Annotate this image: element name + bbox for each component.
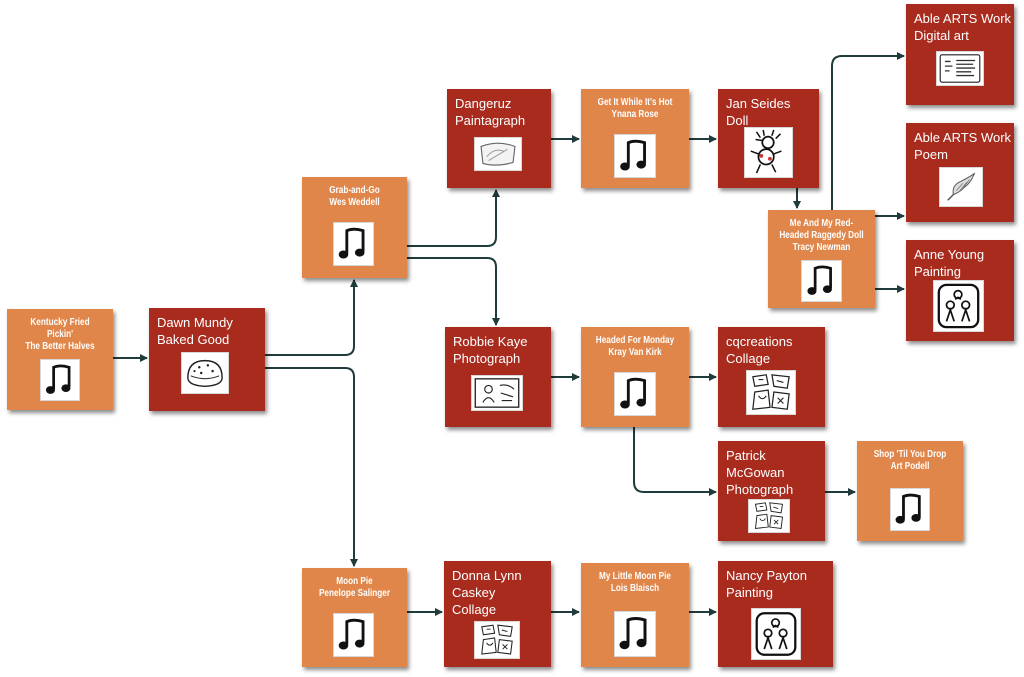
- node-moonpie[interactable]: Moon Pie Penelope Salinger: [302, 568, 407, 667]
- node-dawn[interactable]: Dawn Mundy Baked Good: [149, 308, 265, 411]
- node-subtitle: Kray Van Kirk: [608, 347, 662, 358]
- node-dangeruz[interactable]: Dangeruz Paintagraph: [447, 89, 551, 188]
- node-able2[interactable]: Able ARTS Work Poem: [906, 123, 1014, 222]
- node-subtitle: Ynana Rose: [611, 109, 659, 120]
- node-title: Grab-and-Go: [329, 185, 380, 196]
- edge-meandmy-able1: [831, 52, 905, 210]
- node-subtitle: Wes Weddell: [329, 197, 380, 208]
- edge-grab-dangeruz: [407, 189, 500, 247]
- node-subtitle: Photograph: [453, 351, 521, 366]
- node-subtitle: Collage: [726, 351, 771, 366]
- node-cqcreations[interactable]: cqcreations Collage: [718, 327, 825, 427]
- node-title: Me And My Red-: [789, 218, 854, 229]
- node-medium: Collage: [452, 602, 497, 617]
- node-title: My Little Moon Pie: [599, 571, 671, 582]
- edge-dawn-grab: [265, 279, 358, 356]
- node-subtitle: Doll: [726, 113, 749, 128]
- node-subtitle: Lois Blaisch: [610, 583, 660, 594]
- music-note-icon: [890, 488, 930, 531]
- photograph-icon: [471, 375, 523, 411]
- node-title: Get It While It's Hot: [597, 97, 673, 108]
- node-title: Patrick: [726, 448, 766, 463]
- digital-art-icon: [936, 51, 984, 86]
- node-subtitle: Headed Raggedy Doll: [779, 230, 864, 241]
- music-note-icon: [333, 613, 374, 657]
- node-subtitle: McGowan: [726, 465, 785, 480]
- node-title: Able ARTS Work: [914, 130, 1012, 145]
- node-subtitle: Painting: [726, 585, 773, 600]
- node-subtitle: Painting: [914, 264, 961, 279]
- node-title: Jan Seides: [726, 96, 791, 111]
- edge-grab-robbie: [407, 257, 500, 326]
- node-title: cqcreations: [726, 334, 793, 349]
- edge-dawn-moonpie: [265, 367, 358, 567]
- node-subtitle: Digital art: [914, 28, 969, 43]
- node-title: Kentucky Fried Pickin': [30, 317, 90, 340]
- music-note-icon: [614, 611, 656, 657]
- node-jan[interactable]: Jan Seides Doll: [718, 89, 819, 188]
- music-note-icon: [614, 134, 656, 178]
- node-robbie[interactable]: Robbie Kaye Photograph: [445, 327, 551, 427]
- node-subtitle: Baked Good: [157, 332, 230, 347]
- node-mylittle[interactable]: My Little Moon Pie Lois Blaisch: [581, 563, 689, 667]
- node-grab[interactable]: Grab-and-Go Wes Weddell: [302, 177, 407, 278]
- music-note-icon: [614, 372, 656, 416]
- node-title: Shop 'Til You Drop: [873, 449, 947, 460]
- node-subtitle: Art Podell: [890, 461, 930, 472]
- node-subtitle: The Better Halves: [25, 341, 95, 352]
- poem-icon: [939, 167, 983, 207]
- node-subtitle: Poem: [914, 147, 948, 162]
- painting-icon: [751, 608, 801, 660]
- node-title: Nancy Payton: [726, 568, 807, 583]
- node-meandmy[interactable]: Me And My Red- Headed Raggedy Doll Tracy…: [768, 210, 875, 308]
- node-patrick[interactable]: Patrick McGowan Photograph: [718, 441, 825, 541]
- node-kentucky[interactable]: Kentucky Fried Pickin' The Better Halves: [7, 309, 113, 410]
- collage-icon: [474, 621, 520, 659]
- node-medium: Photograph: [726, 482, 794, 497]
- collage-icon: [746, 370, 796, 415]
- node-anne[interactable]: Anne Young Painting: [906, 240, 1014, 341]
- node-title: Dawn Mundy: [157, 315, 233, 330]
- node-donna[interactable]: Donna Lynn Caskey Collage: [444, 561, 551, 667]
- node-title: Anne Young: [914, 247, 985, 262]
- paintagraph-icon: [474, 137, 522, 171]
- node-getit[interactable]: Get It While It's Hot Ynana Rose: [581, 89, 689, 188]
- node-subtitle: Caskey: [452, 585, 496, 600]
- node-shop[interactable]: Shop 'Til You Drop Art Podell: [857, 441, 963, 541]
- music-note-icon: [801, 260, 842, 302]
- node-title: Dangeruz: [455, 96, 512, 111]
- painting-icon: [933, 280, 984, 332]
- edge-headed-patrick: [633, 427, 717, 496]
- node-headed[interactable]: Headed For Monday Kray Van Kirk: [581, 327, 689, 427]
- music-note-icon: [40, 359, 80, 401]
- collage-icon: [748, 499, 790, 533]
- doll-icon: [744, 127, 793, 178]
- node-title: Robbie Kaye: [453, 334, 528, 349]
- node-title: Donna Lynn: [452, 568, 522, 583]
- node-title: Moon Pie: [336, 576, 373, 587]
- node-subtitle: Penelope Salinger: [318, 588, 391, 599]
- node-subtitle: Paintagraph: [455, 113, 526, 128]
- node-nancy[interactable]: Nancy Payton Painting: [718, 561, 833, 667]
- music-note-icon: [333, 222, 374, 266]
- baked-good-icon: [181, 352, 229, 394]
- node-able1[interactable]: Able ARTS Work Digital art: [906, 4, 1014, 105]
- node-artist: Tracy Newman: [792, 242, 851, 253]
- node-title: Headed For Monday: [595, 335, 675, 346]
- node-title: Able ARTS Work: [914, 11, 1012, 26]
